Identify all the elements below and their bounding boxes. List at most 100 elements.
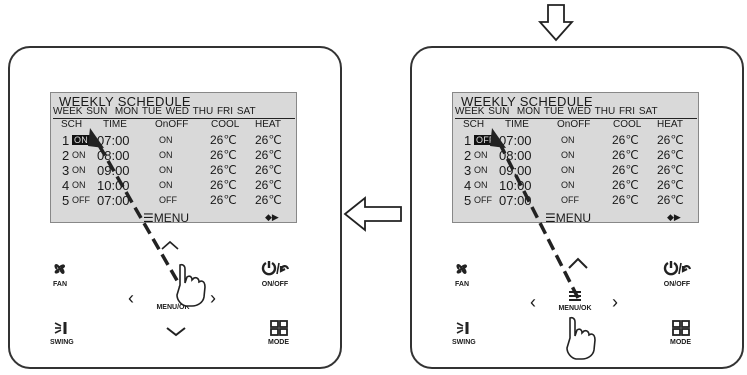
lcd-menu-indicator: ☰MENU [143, 211, 190, 225]
lcd-screen: WEEKLY SCHEDULE WEEK SUN MON TUE WED THU… [50, 92, 298, 225]
col-header-cool: COOL [211, 119, 240, 130]
row-status: ON [72, 180, 86, 190]
row-onoff: ON [159, 135, 173, 145]
weekday-row: WEEK SUN MON TUE WED THU FRI SAT [455, 106, 698, 117]
fan-button[interactable]: FAN [50, 260, 70, 288]
row-cool: 26℃ [210, 133, 237, 147]
row-status: OFF [474, 195, 492, 205]
divider [53, 118, 295, 119]
mode-button[interactable]: MODE [670, 320, 691, 346]
row-heat: 26℃ [255, 178, 282, 192]
row-onoff: ON [561, 180, 575, 190]
row-onoff: ON [561, 135, 575, 145]
mode-grid-icon [671, 320, 690, 336]
chevron-right-icon[interactable]: › [210, 288, 216, 308]
schedule-row: 3 ON 09:00 ON 26℃ 26℃ [51, 163, 298, 178]
row-status-selected[interactable]: OFF [474, 135, 497, 145]
fan-label: FAN [455, 281, 469, 288]
col-header-cool: COOL [613, 119, 642, 130]
row-number: 2 [464, 148, 472, 163]
mode-grid-icon [269, 320, 288, 336]
col-header-time: TIME [505, 119, 529, 130]
pointing-hand-icon [176, 263, 206, 307]
mode-label: MODE [670, 339, 691, 346]
chevron-right-icon[interactable]: › [612, 292, 618, 312]
day-label: TUE [543, 106, 564, 117]
col-header-onoff: OnOFF [557, 119, 591, 130]
row-status: ON [72, 150, 86, 160]
col-header-sch: SCH [61, 119, 83, 130]
row-cool: 26℃ [210, 148, 237, 162]
col-header-time: TIME [103, 119, 127, 130]
row-onoff: OFF [159, 195, 177, 205]
menu-ok-label: MENU/OK [558, 305, 592, 312]
row-number: 3 [464, 163, 472, 178]
onoff-button[interactable]: ON/OFF [260, 260, 290, 288]
day-label: FRI [618, 106, 636, 117]
day-label: SUN [86, 106, 108, 117]
lcd-menu-label: MENU [153, 211, 190, 225]
dashed-pointer-arrow-icon [88, 128, 188, 297]
dashed-pointer-arrow-icon [490, 128, 580, 299]
row-time: 07:00 [97, 193, 130, 208]
chevron-down-icon[interactable] [165, 326, 187, 338]
day-label: WED [567, 106, 591, 117]
row-time: 08:00 [97, 148, 130, 163]
row-cool: 26℃ [612, 133, 639, 147]
row-number: 5 [62, 193, 70, 208]
row-heat: 26℃ [657, 193, 684, 207]
row-number: 5 [464, 193, 472, 208]
lcd-menu-indicator: ☰MENU [545, 211, 592, 225]
row-onoff: ON [159, 165, 173, 175]
row-time: 07:00 [97, 133, 130, 148]
lcd-menu-label: MENU [555, 211, 592, 225]
day-label: WEEK [455, 106, 485, 117]
fan-label: FAN [53, 281, 67, 288]
row-time: 09:00 [499, 163, 532, 178]
fan-button[interactable]: FAN [452, 260, 472, 288]
lcd-title: WEEKLY SCHEDULE [461, 94, 593, 109]
row-cool: 26℃ [612, 178, 639, 192]
row-onoff: OFF [561, 195, 579, 205]
row-status-selected[interactable]: ON [72, 135, 90, 145]
row-heat: 26℃ [657, 133, 684, 147]
swing-label: SWING [50, 339, 74, 346]
col-header-sch: SCH [463, 119, 485, 130]
menu-ok-button[interactable]: MENU/OK [153, 303, 193, 311]
weekday-row: WEEK SUN MON TUE WED THU FRI SAT [53, 106, 296, 117]
flow-arrow-left-icon [343, 196, 402, 232]
row-onoff: ON [159, 150, 173, 160]
swing-button[interactable]: SWING [50, 320, 74, 346]
mode-button[interactable]: MODE [268, 320, 289, 346]
fan-icon [54, 264, 65, 274]
lcd-screen: WEEKLY SCHEDULE WEEK SUN MON TUE WED THU… [452, 92, 700, 225]
row-heat: 26℃ [657, 178, 684, 192]
col-header-onoff: OnOFF [155, 119, 189, 130]
chevron-left-icon[interactable]: ‹ [128, 288, 134, 308]
chevron-up-icon[interactable] [567, 256, 589, 270]
onoff-button[interactable]: ON/OFF [662, 260, 692, 288]
day-label: SAT [638, 106, 658, 117]
row-cool: 26℃ [210, 178, 237, 192]
row-cool: 26℃ [612, 148, 639, 162]
row-heat: 26℃ [657, 148, 684, 162]
swing-button[interactable]: SWING [452, 320, 476, 346]
remote-panel-right: WEEKLY SCHEDULE WEEK SUN MON TUE WED THU… [410, 46, 744, 369]
schedule-row: 4 ON 10:00 ON 26℃ 26℃ [453, 178, 700, 193]
onoff-label: ON/OFF [261, 281, 289, 288]
flow-arrow-down-icon [538, 4, 574, 42]
fan-icon [456, 264, 467, 274]
row-number: 1 [464, 133, 472, 148]
col-header-heat: HEAT [657, 119, 683, 130]
chevron-left-icon[interactable]: ‹ [530, 292, 536, 312]
schedule-row: 5 OFF 07:00 OFF 26℃ 26℃ [51, 193, 298, 208]
day-label: MON [516, 106, 541, 117]
day-label: SUN [488, 106, 510, 117]
col-header-heat: HEAT [255, 119, 281, 130]
onoff-label: ON/OFF [663, 281, 691, 288]
row-heat: 26℃ [255, 148, 282, 162]
row-onoff: ON [159, 180, 173, 190]
day-label: SAT [236, 106, 256, 117]
row-cool: 26℃ [612, 163, 639, 177]
divider [455, 118, 697, 119]
